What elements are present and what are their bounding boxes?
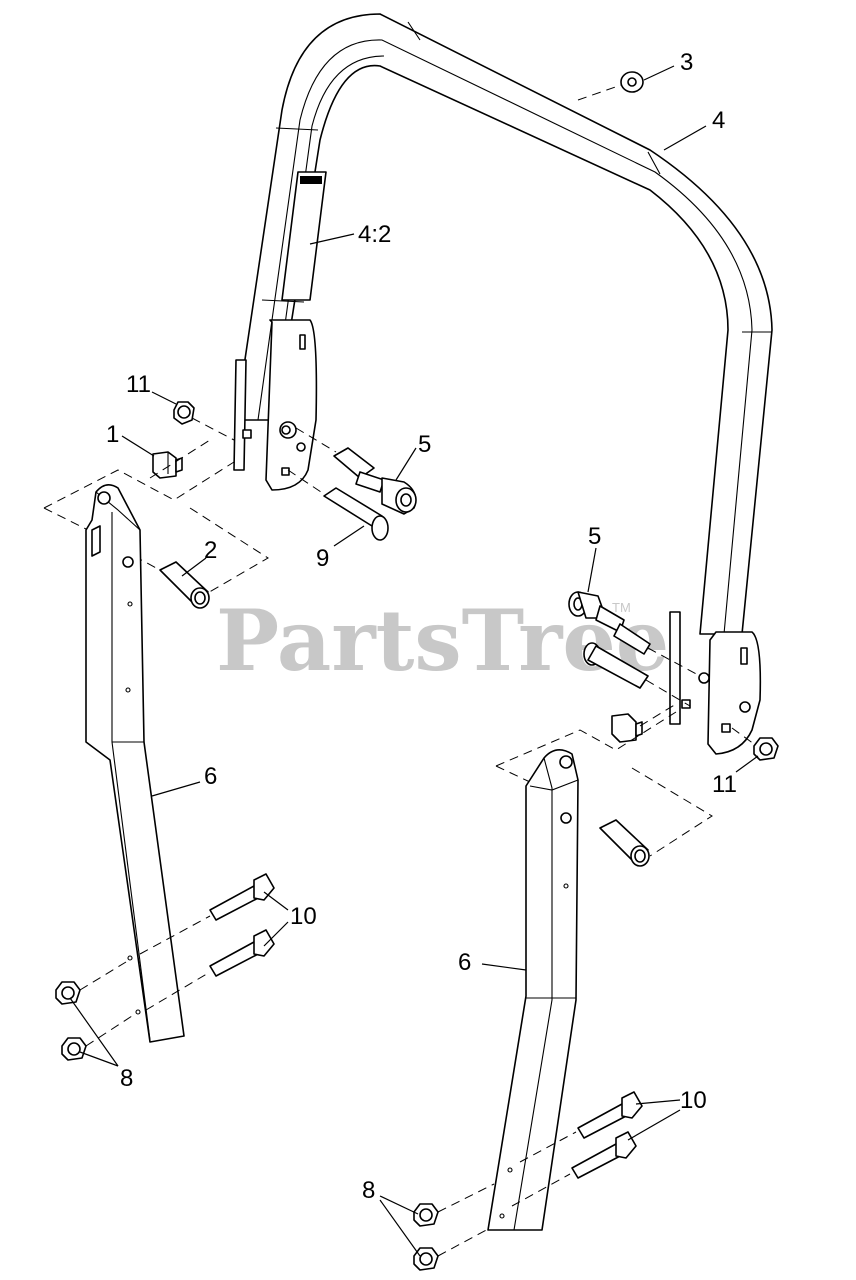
- part-8-right-nuts: [413, 1183, 495, 1271]
- part-10-left-bolts: [139, 873, 275, 1011]
- right-assembly-guides: [495, 711, 713, 857]
- callout-3: 3: [680, 49, 693, 76]
- callout-6-right: 6: [458, 949, 471, 976]
- callout-11-left: 11: [126, 371, 151, 398]
- callout-8-left: 8: [120, 1065, 133, 1092]
- leader-lines: [69, 65, 759, 1257]
- part-5-right-pin: [568, 591, 701, 677]
- callout-9: 9: [316, 545, 329, 572]
- left-mount-bracket: [233, 319, 318, 491]
- part-10-right-bolts: [511, 1091, 643, 1207]
- right-spacer: [599, 819, 650, 867]
- callout-10-left: 10: [290, 903, 317, 930]
- callout-5-left: 5: [418, 431, 431, 458]
- right-clevis-pin: [583, 642, 691, 707]
- part-3-washer: [577, 71, 644, 101]
- callout-1: 1: [106, 421, 119, 448]
- part-6-right-leg: [487, 749, 579, 1231]
- part-9-clevis-pin: [287, 469, 389, 541]
- callout-2: 2: [204, 537, 217, 564]
- callout-4-2: 4:2: [358, 221, 391, 248]
- right-bumper: [611, 703, 677, 743]
- part-8-left-nuts: [55, 961, 133, 1061]
- decal-logo-icon: [300, 176, 322, 184]
- part-6-left-leg: [85, 484, 185, 1043]
- part-5-left-pin: [295, 427, 417, 515]
- part-11-right-nut: [731, 727, 779, 761]
- right-mount-bracket: [669, 611, 762, 755]
- decal-label: [281, 171, 327, 301]
- callouts: 3 4 4:2 11 1 5 2 9 5 11 6 10 8 6 10 8: [106, 49, 737, 1204]
- callout-4: 4: [712, 107, 725, 134]
- callout-11-right: 11: [712, 771, 737, 798]
- part-11-left-nut: [173, 401, 235, 441]
- callout-8-right: 8: [362, 1177, 375, 1204]
- upper-roll-bar: [235, 13, 773, 635]
- part-1-left-bumper: [152, 451, 183, 479]
- callout-5-right: 5: [588, 523, 601, 550]
- callout-6-left: 6: [204, 763, 217, 790]
- callout-10-right: 10: [680, 1087, 707, 1114]
- watermark-trademark: TM: [612, 600, 631, 615]
- part-2-spacer: [159, 561, 210, 609]
